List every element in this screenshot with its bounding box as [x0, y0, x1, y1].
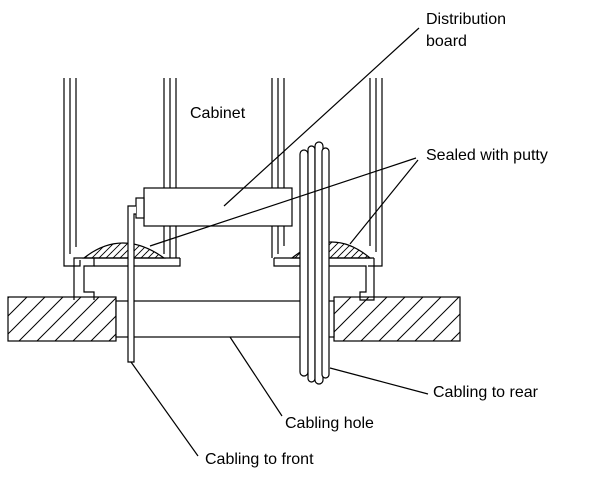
- leader-distribution-board: [223, 27, 420, 207]
- putty-seal-left: [82, 242, 166, 259]
- distribution-board: [143, 187, 293, 227]
- rear-cable-bundle: [299, 141, 330, 385]
- label-cabling-to-front: Cabling to front: [205, 451, 314, 468]
- front-cable: [127, 205, 136, 363]
- leader-cabling-rear: [329, 367, 429, 395]
- label-cabling-to-rear: Cabling to rear: [433, 384, 538, 401]
- cabling-hole: [115, 300, 335, 338]
- base-frame-left: [73, 257, 181, 300]
- floor-slab-right: [333, 296, 461, 342]
- label-distribution-board-line2: board: [426, 33, 467, 50]
- floor-slab-left: [7, 296, 117, 342]
- leader-cabling-front: [130, 361, 199, 457]
- leader-putty-right: [349, 159, 419, 245]
- label-distribution-board-line1: Distribution: [426, 11, 507, 28]
- leader-putty-left: [149, 157, 417, 247]
- label-cabling-hole: Cabling hole: [285, 415, 374, 432]
- distribution-board-tab: [135, 197, 145, 219]
- label-cabinet: Cabinet: [190, 105, 246, 122]
- cabinet-right-wall: [368, 78, 383, 267]
- cabinet-left-wall: [63, 78, 81, 267]
- label-sealed-with-putty: Sealed with putty: [426, 147, 548, 164]
- leader-cabling-hole: [229, 336, 283, 417]
